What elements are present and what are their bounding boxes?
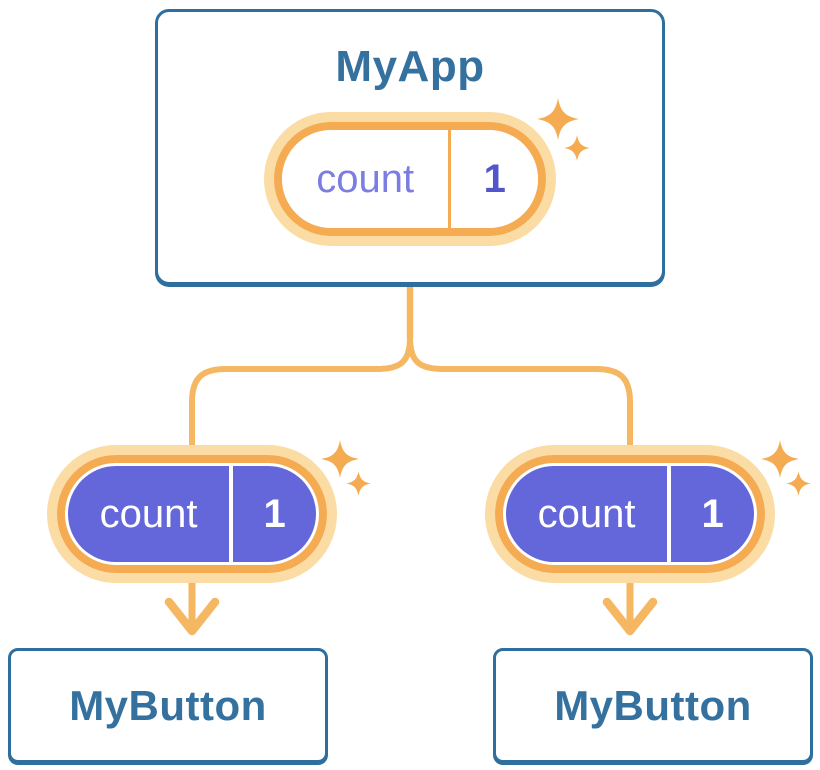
prop-value: 1 <box>701 491 724 536</box>
connector-branch-right <box>407 335 633 455</box>
state-value: 1 <box>483 156 506 201</box>
state-pill-body: count 1 <box>282 130 538 228</box>
component-node-mybutton-left: MyButton <box>8 648 328 763</box>
prop-value-cell: 1 <box>233 466 316 562</box>
sparkles-icon <box>321 440 371 496</box>
pill-divider <box>448 130 452 228</box>
pill-divider <box>229 466 234 562</box>
prop-pill-body: count 1 <box>506 466 754 562</box>
prop-label: count <box>99 491 198 536</box>
state-label-cell: count <box>282 130 448 228</box>
pill-divider <box>667 466 672 562</box>
prop-pill-left: count 1 <box>47 445 337 583</box>
node-title: MyButton <box>69 681 267 729</box>
arrow-down-icon <box>602 597 658 636</box>
prop-label-cell: count <box>506 466 667 562</box>
prop-label-cell: count <box>68 466 229 562</box>
prop-value: 1 <box>263 491 286 536</box>
prop-label: count <box>537 491 636 536</box>
state-value-cell: 1 <box>451 130 538 228</box>
sparkles-icon <box>761 440 811 496</box>
state-pill-ring: count 1 <box>274 122 546 236</box>
prop-pill-body: count 1 <box>68 466 316 562</box>
prop-pill-right: count 1 <box>485 445 775 583</box>
node-title: MyButton <box>554 681 752 729</box>
state-pill-root: count 1 <box>264 112 556 246</box>
prop-pill-ring: count 1 <box>57 455 327 573</box>
sparkles-icon <box>537 98 590 161</box>
prop-pill-ring: count 1 <box>495 455 765 573</box>
node-title: MyApp <box>335 42 485 91</box>
arrow-down-icon <box>164 597 220 636</box>
component-node-mybutton-right: MyButton <box>493 648 813 763</box>
state-label: count <box>316 156 415 201</box>
prop-value-cell: 1 <box>671 466 754 562</box>
connector-branch-left <box>189 335 413 455</box>
